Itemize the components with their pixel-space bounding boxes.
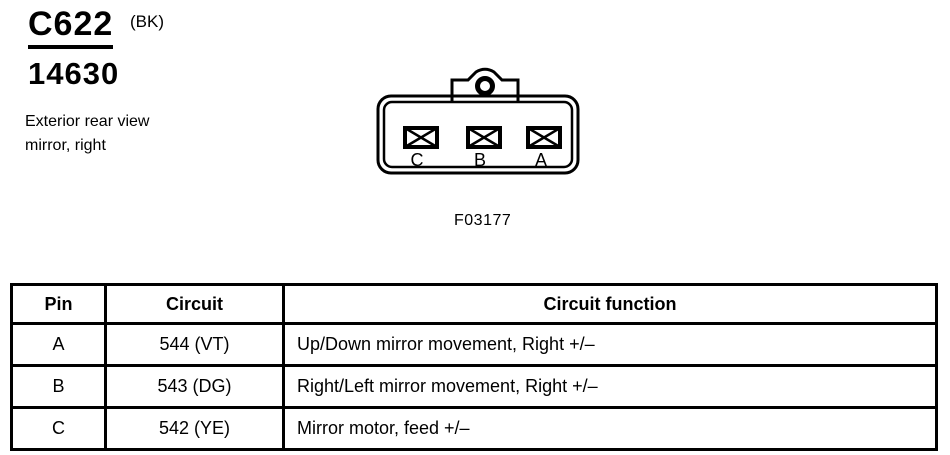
connector-description: Exterior rear view mirror, right [25,113,150,154]
table-row: B 543 (DG) Right/Left mirror movement, R… [10,364,938,409]
connector-id-underline [28,45,113,49]
circuit-cell: 543 (DG) [104,364,285,409]
column-header-pin: Pin [10,283,107,325]
circuit-cell: 544 (VT) [104,322,285,367]
table-header-row: Pin Circuit Circuit function [10,283,938,325]
connector-drawing: C B A [376,67,580,175]
connector-body-outer [376,94,580,175]
latch-ring-icon [475,76,495,96]
function-cell: Up/Down mirror movement, Right +/– [282,322,938,367]
function-cell: Mirror motor, feed +/– [282,406,938,451]
connector-id-title: C622 [28,5,114,43]
pinout-table: Pin Circuit Circuit function A 544 (VT) … [10,283,938,451]
figure-number: F03177 [454,212,512,229]
pin-label-a: A [535,150,547,170]
pin-cell: C [10,406,107,451]
connector-color-code: (BK) [130,12,164,31]
table-row: C 542 (YE) Mirror motor, feed +/– [10,406,938,451]
pin-cell: B [10,364,107,409]
pin-label-c: C [411,150,424,170]
pin-label-b: B [474,150,486,170]
pin-cell: A [10,322,107,367]
column-header-circuit: Circuit [104,283,285,325]
circuit-cell: 542 (YE) [104,406,285,451]
part-number: 14630 [28,56,120,91]
pin-symbol-b [466,126,502,149]
column-header-circuit-function: Circuit function [282,283,938,325]
table-row: A 544 (VT) Up/Down mirror movement, Righ… [10,322,938,367]
pin-symbol-a [526,126,562,149]
function-cell: Right/Left mirror movement, Right +/– [282,364,938,409]
pin-symbol-c [403,126,439,149]
